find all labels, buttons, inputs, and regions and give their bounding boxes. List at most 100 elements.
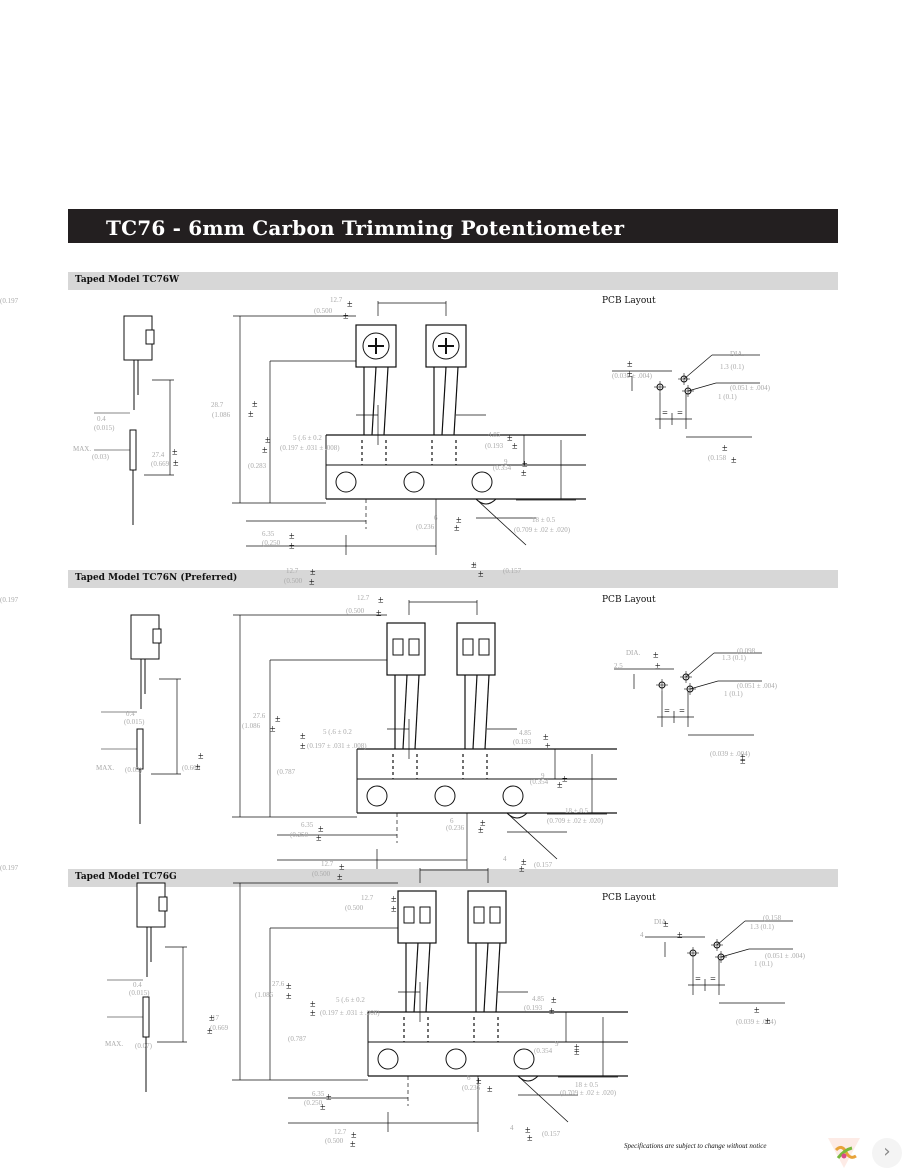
plus-minus-mark: ± bbox=[545, 741, 551, 752]
plus-minus-mark: ± bbox=[209, 1013, 215, 1024]
dimension-line bbox=[414, 674, 420, 750]
plus-minus-mark: ± bbox=[480, 818, 486, 829]
dimension-label: 1.3 (0.1) bbox=[750, 923, 775, 931]
dimension-label: (0.193 bbox=[513, 738, 532, 746]
plus-minus-mark: ± bbox=[339, 862, 345, 873]
dimension-label: (0.157 bbox=[534, 861, 553, 869]
dimension-label: (0.787 bbox=[288, 1035, 307, 1043]
drawing-tc76g: ==12.7(0.5000.4(0.015)MAX.(0.07)17(0.669… bbox=[0, 864, 806, 1150]
dimension-line bbox=[413, 942, 419, 1013]
plus-minus-mark: ± bbox=[289, 531, 295, 542]
sprocket-hole bbox=[335, 471, 357, 493]
plus-minus-mark: ± bbox=[262, 445, 268, 456]
plus-minus-mark: ± bbox=[731, 455, 737, 466]
dimension-label: 5 (.6 ± 0.2 bbox=[323, 728, 352, 736]
trimmer-pin-block bbox=[478, 638, 490, 656]
side-view-knob bbox=[152, 628, 162, 644]
plus-minus-mark: ± bbox=[326, 1092, 332, 1103]
dimension-label: 4.85 bbox=[532, 995, 545, 1003]
dimension-label: (0.197 ± .031 ± .008) bbox=[307, 742, 367, 750]
sprocket-hole bbox=[403, 471, 425, 493]
dimension-label: 0.4 bbox=[133, 981, 142, 989]
dimension-label: (0.354 bbox=[534, 1047, 553, 1055]
sprocket-hole bbox=[366, 785, 388, 807]
plus-minus-mark: ± bbox=[310, 999, 316, 1010]
plus-minus-mark: ± bbox=[351, 1130, 357, 1141]
dimension-label: (0.193 bbox=[524, 1004, 543, 1012]
plus-minus-mark: ± bbox=[740, 756, 746, 767]
dimension-label: (0.709 ± .02 ± .020) bbox=[514, 526, 571, 534]
dimension-label: 9 bbox=[555, 1040, 559, 1048]
plus-minus-mark: ± bbox=[653, 650, 659, 661]
dimension-label: (0.500 bbox=[314, 307, 333, 315]
plus-minus-mark: ± bbox=[522, 459, 528, 470]
plus-minus-mark: ± bbox=[286, 981, 292, 992]
plus-minus-mark: ± bbox=[487, 1084, 493, 1095]
dimension-label: (0.051 ± .004) bbox=[737, 682, 778, 690]
trimmer-pin-block bbox=[489, 906, 501, 924]
chevron-right-icon: › bbox=[883, 1141, 891, 1162]
dimension-label: (0.669 bbox=[210, 1024, 229, 1032]
dimension-label: (0.500 bbox=[346, 607, 365, 615]
plus-minus-mark: ± bbox=[391, 904, 397, 915]
plus-minus-mark: ± bbox=[478, 569, 484, 580]
plus-minus-mark: ± bbox=[478, 825, 484, 836]
plus-minus-mark: ± bbox=[722, 443, 728, 454]
plus-minus-mark: ± bbox=[557, 780, 563, 791]
equal-mark: = bbox=[710, 974, 716, 985]
next-page-button[interactable]: › bbox=[872, 1138, 902, 1168]
dimension-label: 1.3 (0.1) bbox=[722, 654, 747, 662]
dimension-label: 18 ± 0.5 bbox=[532, 516, 556, 524]
plus-minus-mark: ± bbox=[551, 995, 557, 1006]
dimension-label: 12.7 bbox=[357, 594, 370, 602]
dimension-label: (0.197 bbox=[0, 864, 19, 872]
footnote: Specifications are subject to change wit… bbox=[624, 1142, 767, 1150]
trimmer-pin-block bbox=[462, 638, 474, 656]
plus-minus-mark: ± bbox=[677, 930, 683, 941]
plus-minus-mark: ± bbox=[574, 1047, 580, 1058]
dimension-line bbox=[720, 948, 750, 958]
plus-minus-mark: ± bbox=[289, 541, 295, 552]
dimension-label: 12.7 bbox=[330, 296, 343, 304]
plus-minus-mark: ± bbox=[318, 824, 324, 835]
dimension-line bbox=[685, 652, 715, 678]
viewer-logo-icon bbox=[828, 1138, 860, 1168]
plus-minus-mark: ± bbox=[454, 523, 460, 534]
sprocket-hole bbox=[502, 785, 524, 807]
plus-minus-mark: ± bbox=[376, 608, 382, 619]
dimension-label: 4.85 bbox=[519, 729, 532, 737]
equal-mark: = bbox=[695, 974, 701, 985]
section-title: Taped Model TC76N (Preferred) bbox=[75, 573, 238, 583]
plus-minus-mark: ± bbox=[248, 409, 254, 420]
sprocket-hole bbox=[445, 1048, 467, 1070]
dimension-label: 6 bbox=[467, 1074, 471, 1082]
dimension-label: 12.7 bbox=[286, 567, 299, 575]
plus-minus-mark: ± bbox=[476, 1076, 482, 1087]
pcb-layout-label: PCB Layout bbox=[602, 595, 656, 605]
dimension-label: (0.197 bbox=[0, 297, 19, 305]
dimension-line bbox=[402, 674, 408, 750]
dimension-label: (0.709 ± .02 ± .020) bbox=[560, 1089, 617, 1097]
plus-minus-mark: ± bbox=[198, 751, 204, 762]
plus-minus-mark: ± bbox=[252, 399, 258, 410]
dimension-label: 6.35 bbox=[262, 530, 275, 538]
dimension-label: 6 bbox=[450, 817, 454, 825]
trimmer-pin-block bbox=[419, 906, 431, 924]
trimmer-pin-block bbox=[403, 906, 415, 924]
dimension-label: DIA. bbox=[730, 350, 744, 358]
sprocket-hole bbox=[471, 471, 493, 493]
dimension-line bbox=[383, 366, 389, 436]
dimension-label: (0.015) bbox=[94, 424, 115, 432]
dimension-label: 9 bbox=[541, 772, 545, 780]
dimension-label: (0.158 bbox=[763, 914, 782, 922]
plus-minus-mark: ± bbox=[310, 1008, 316, 1019]
dimension-line bbox=[683, 354, 713, 380]
plus-minus-mark: ± bbox=[265, 435, 271, 446]
plus-minus-mark: ± bbox=[350, 1139, 356, 1150]
plus-minus-mark: ± bbox=[316, 833, 322, 844]
section-header-tc76w: Taped Model TC76W bbox=[68, 272, 838, 290]
dimension-label: (1.086 bbox=[242, 722, 261, 730]
side-view-knob bbox=[145, 329, 155, 345]
dimension-label: 17 bbox=[212, 1014, 220, 1022]
dimension-label: (0.669 bbox=[151, 460, 170, 468]
